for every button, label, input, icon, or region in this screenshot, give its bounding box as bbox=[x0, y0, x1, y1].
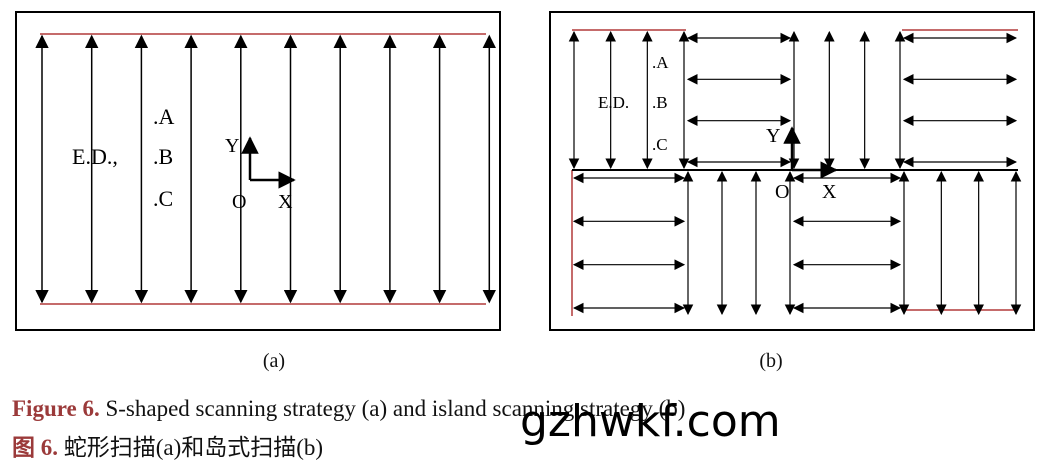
caption-chinese-head: 图 6. bbox=[12, 435, 58, 460]
panel-a-scan-lines bbox=[35, 34, 497, 304]
panel-a-label: (a) bbox=[262, 350, 286, 372]
panel-b-scan-lines bbox=[568, 30, 1022, 316]
panel-a-point-b: .B bbox=[153, 144, 173, 169]
panel-b-label: (b) bbox=[759, 350, 783, 372]
panel-b-frame bbox=[549, 11, 1035, 331]
panel-b-y-label: Y bbox=[766, 125, 780, 147]
panel-a-origin-label: O bbox=[232, 191, 246, 213]
panel-b-x-label: X bbox=[822, 181, 837, 203]
caption-english-head: Figure 6. bbox=[12, 396, 100, 421]
caption-chinese: 图 6. 蛇形扫描(a)和岛式扫描(b) bbox=[12, 428, 323, 462]
watermark: gzhwkf.com bbox=[520, 396, 781, 447]
panel-a-point-c: .C bbox=[153, 186, 173, 211]
panel-a-x-label: X bbox=[278, 191, 293, 213]
scanning-strategy-figure: E.D., .A .B .C Y X O E.D. .A .B .C Y X O bbox=[15, 11, 1035, 331]
panel-b-ed-label: E.D. bbox=[598, 93, 629, 112]
caption-english: Figure 6. S-shaped scanning strategy (a)… bbox=[12, 396, 685, 422]
panel-a-frame bbox=[15, 11, 501, 331]
panel-b-point-c: .C bbox=[652, 135, 668, 154]
caption-chinese-text: 蛇形扫描(a)和岛式扫描(b) bbox=[58, 435, 324, 460]
panel-a-point-a: .A bbox=[153, 104, 175, 129]
panel-b-origin-label: O bbox=[775, 181, 789, 203]
panel-b-point-b: .B bbox=[652, 93, 668, 112]
panel-a-ed-label: E.D., bbox=[72, 144, 118, 169]
caption-english-text: S-shaped scanning strategy (a) and islan… bbox=[99, 396, 686, 421]
panel-a-y-label: Y bbox=[225, 135, 239, 157]
panel-b-point-a: .A bbox=[652, 53, 669, 72]
